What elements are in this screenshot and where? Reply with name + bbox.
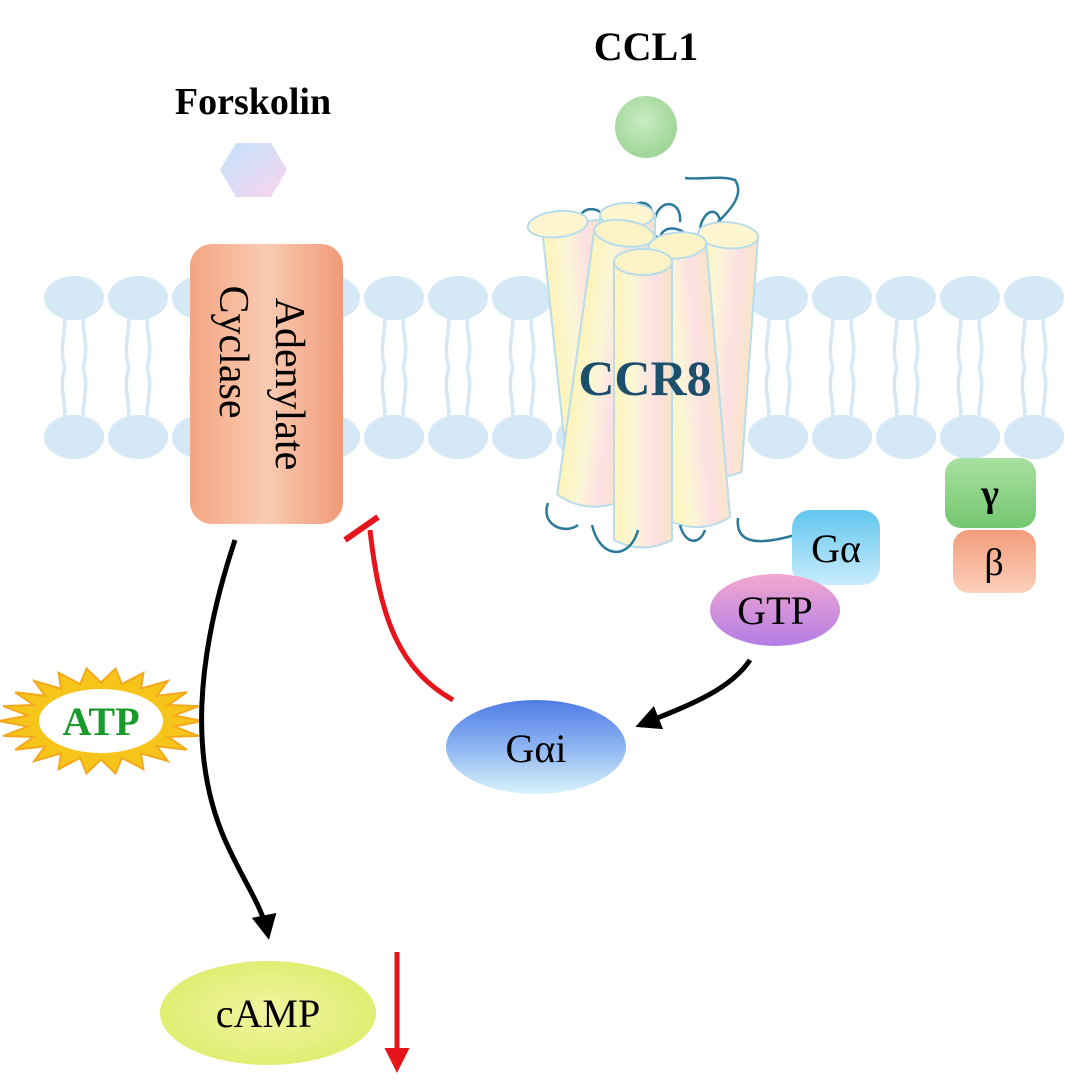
lipid-tail-bottom-11-0: [764, 366, 771, 418]
lipid-head-bottom-11: [748, 415, 808, 459]
lipid-tail-top-0-0: [60, 317, 67, 369]
lipid-tail-bottom-6-0: [444, 366, 451, 418]
beta-label: β: [984, 542, 1003, 584]
lipid-tail-top-14-1: [977, 317, 984, 369]
lipid-tail-bottom-5-0: [380, 366, 387, 418]
lipid-head-top-14: [940, 276, 1000, 320]
g-beta-subunit: β: [953, 530, 1036, 593]
forskolin-molecule-icon: [220, 143, 287, 197]
lipid-tail-bottom-12-1: [849, 366, 856, 418]
lipid-tail-bottom-14-0: [956, 366, 963, 418]
lipid-head-top-5: [364, 276, 424, 320]
lipid-tail-bottom-13-0: [892, 366, 899, 418]
lipid-tail-top-11-1: [785, 317, 792, 369]
lipid-tail-bottom-15-1: [1041, 366, 1048, 418]
lipid-tail-top-12-1: [849, 317, 856, 369]
lipid-head-bottom-15: [1004, 415, 1064, 459]
gtp-to-gai-arrow: [635, 658, 753, 730]
ccl1-label: CCL1: [594, 24, 698, 69]
lipid-head-top-1: [108, 276, 168, 320]
lipid-head-bottom-13: [876, 415, 936, 459]
gtp-label: GTP: [737, 588, 813, 633]
adenylate-cyclase: Adenylate Cyclase: [190, 244, 343, 524]
lipid-tail-bottom-15-0: [1020, 366, 1027, 418]
g-gamma-subunit: γ: [945, 458, 1036, 528]
ccr8-label: CCR8: [578, 350, 711, 406]
lipid-head-top-11: [748, 276, 808, 320]
lipid-tail-bottom-11-1: [785, 366, 792, 418]
lipid-head-bottom-1: [108, 415, 168, 459]
camp-molecule: cAMP: [160, 961, 376, 1065]
lipid-tail-bottom-0-1: [81, 366, 88, 418]
lipid-head-top-0: [44, 276, 104, 320]
lipid-tail-top-15-1: [1041, 317, 1048, 369]
gai-inhibits-adenylate-arrow: [367, 529, 455, 703]
lipid-tail-bottom-7-1: [529, 366, 536, 418]
lipid-head-top-12: [812, 276, 872, 320]
lipid-head-top-6: [428, 276, 488, 320]
lipid-head-top-15: [1004, 276, 1064, 320]
atp-molecule: ATP: [0, 666, 204, 776]
atp-label: ATP: [62, 699, 139, 744]
lipid-tail-top-7-1: [529, 317, 536, 369]
lipid-tail-top-5-0: [380, 317, 387, 369]
lipid-tail-top-14-0: [956, 317, 963, 369]
lipid-head-top-13: [876, 276, 936, 320]
adenylate-cyclase-label-line2: Cyclase: [210, 286, 256, 419]
lipid-tail-bottom-1-0: [124, 366, 131, 418]
lipid-head-bottom-14: [940, 415, 1000, 459]
adenylate-to-camp-arrow: [199, 539, 277, 940]
lipid-head-bottom-5: [364, 415, 424, 459]
lipid-tail-top-6-0: [444, 317, 451, 369]
lipid-tail-bottom-14-1: [977, 366, 984, 418]
lipid-tail-top-13-0: [892, 317, 899, 369]
lipid-tail-top-1-1: [145, 317, 152, 369]
lipid-head-bottom-0: [44, 415, 104, 459]
lipid-tail-top-0-1: [81, 317, 88, 369]
g-alpha-i-label: Gαi: [506, 726, 567, 771]
g-alpha-subunit: Gα: [792, 510, 880, 585]
forskolin-label: Forskolin: [175, 81, 331, 123]
lipid-tail-top-7-0: [508, 317, 515, 369]
g-alpha-i-subunit: Gαi: [446, 700, 626, 794]
lipid-tail-top-11-0: [764, 317, 771, 369]
ccl1-ligand: [615, 96, 677, 158]
lipid-tail-bottom-13-1: [913, 366, 920, 418]
lipid-head-top-7: [492, 276, 552, 320]
lipid-head-bottom-12: [812, 415, 872, 459]
camp-label: cAMP: [216, 991, 320, 1036]
lipid-tail-top-5-1: [401, 317, 408, 369]
lipid-tail-bottom-6-1: [465, 366, 472, 418]
lipid-tail-top-15-0: [1020, 317, 1027, 369]
lipid-tail-top-6-1: [465, 317, 472, 369]
lipid-tail-bottom-0-0: [60, 366, 67, 418]
g-alpha-label: Gα: [811, 526, 861, 571]
lipid-head-bottom-6: [428, 415, 488, 459]
adenylate-cyclase-label-line1: Adenylate: [266, 298, 312, 471]
inhibition-bar: [343, 514, 380, 543]
lipid-head-bottom-7: [492, 415, 552, 459]
lipid-tail-top-13-1: [913, 317, 920, 369]
lipid-tail-bottom-12-0: [828, 366, 835, 418]
lipid-tail-bottom-7-0: [508, 366, 515, 418]
ccr8-receptor: CCR8: [526, 176, 796, 554]
lipid-tail-bottom-1-1: [145, 366, 152, 418]
gamma-label: γ: [980, 473, 999, 515]
lipid-tail-top-12-0: [828, 317, 835, 369]
lipid-tail-bottom-5-1: [401, 366, 408, 418]
gtp-molecule: GTP: [710, 574, 840, 646]
lipid-tail-top-1-0: [124, 317, 131, 369]
